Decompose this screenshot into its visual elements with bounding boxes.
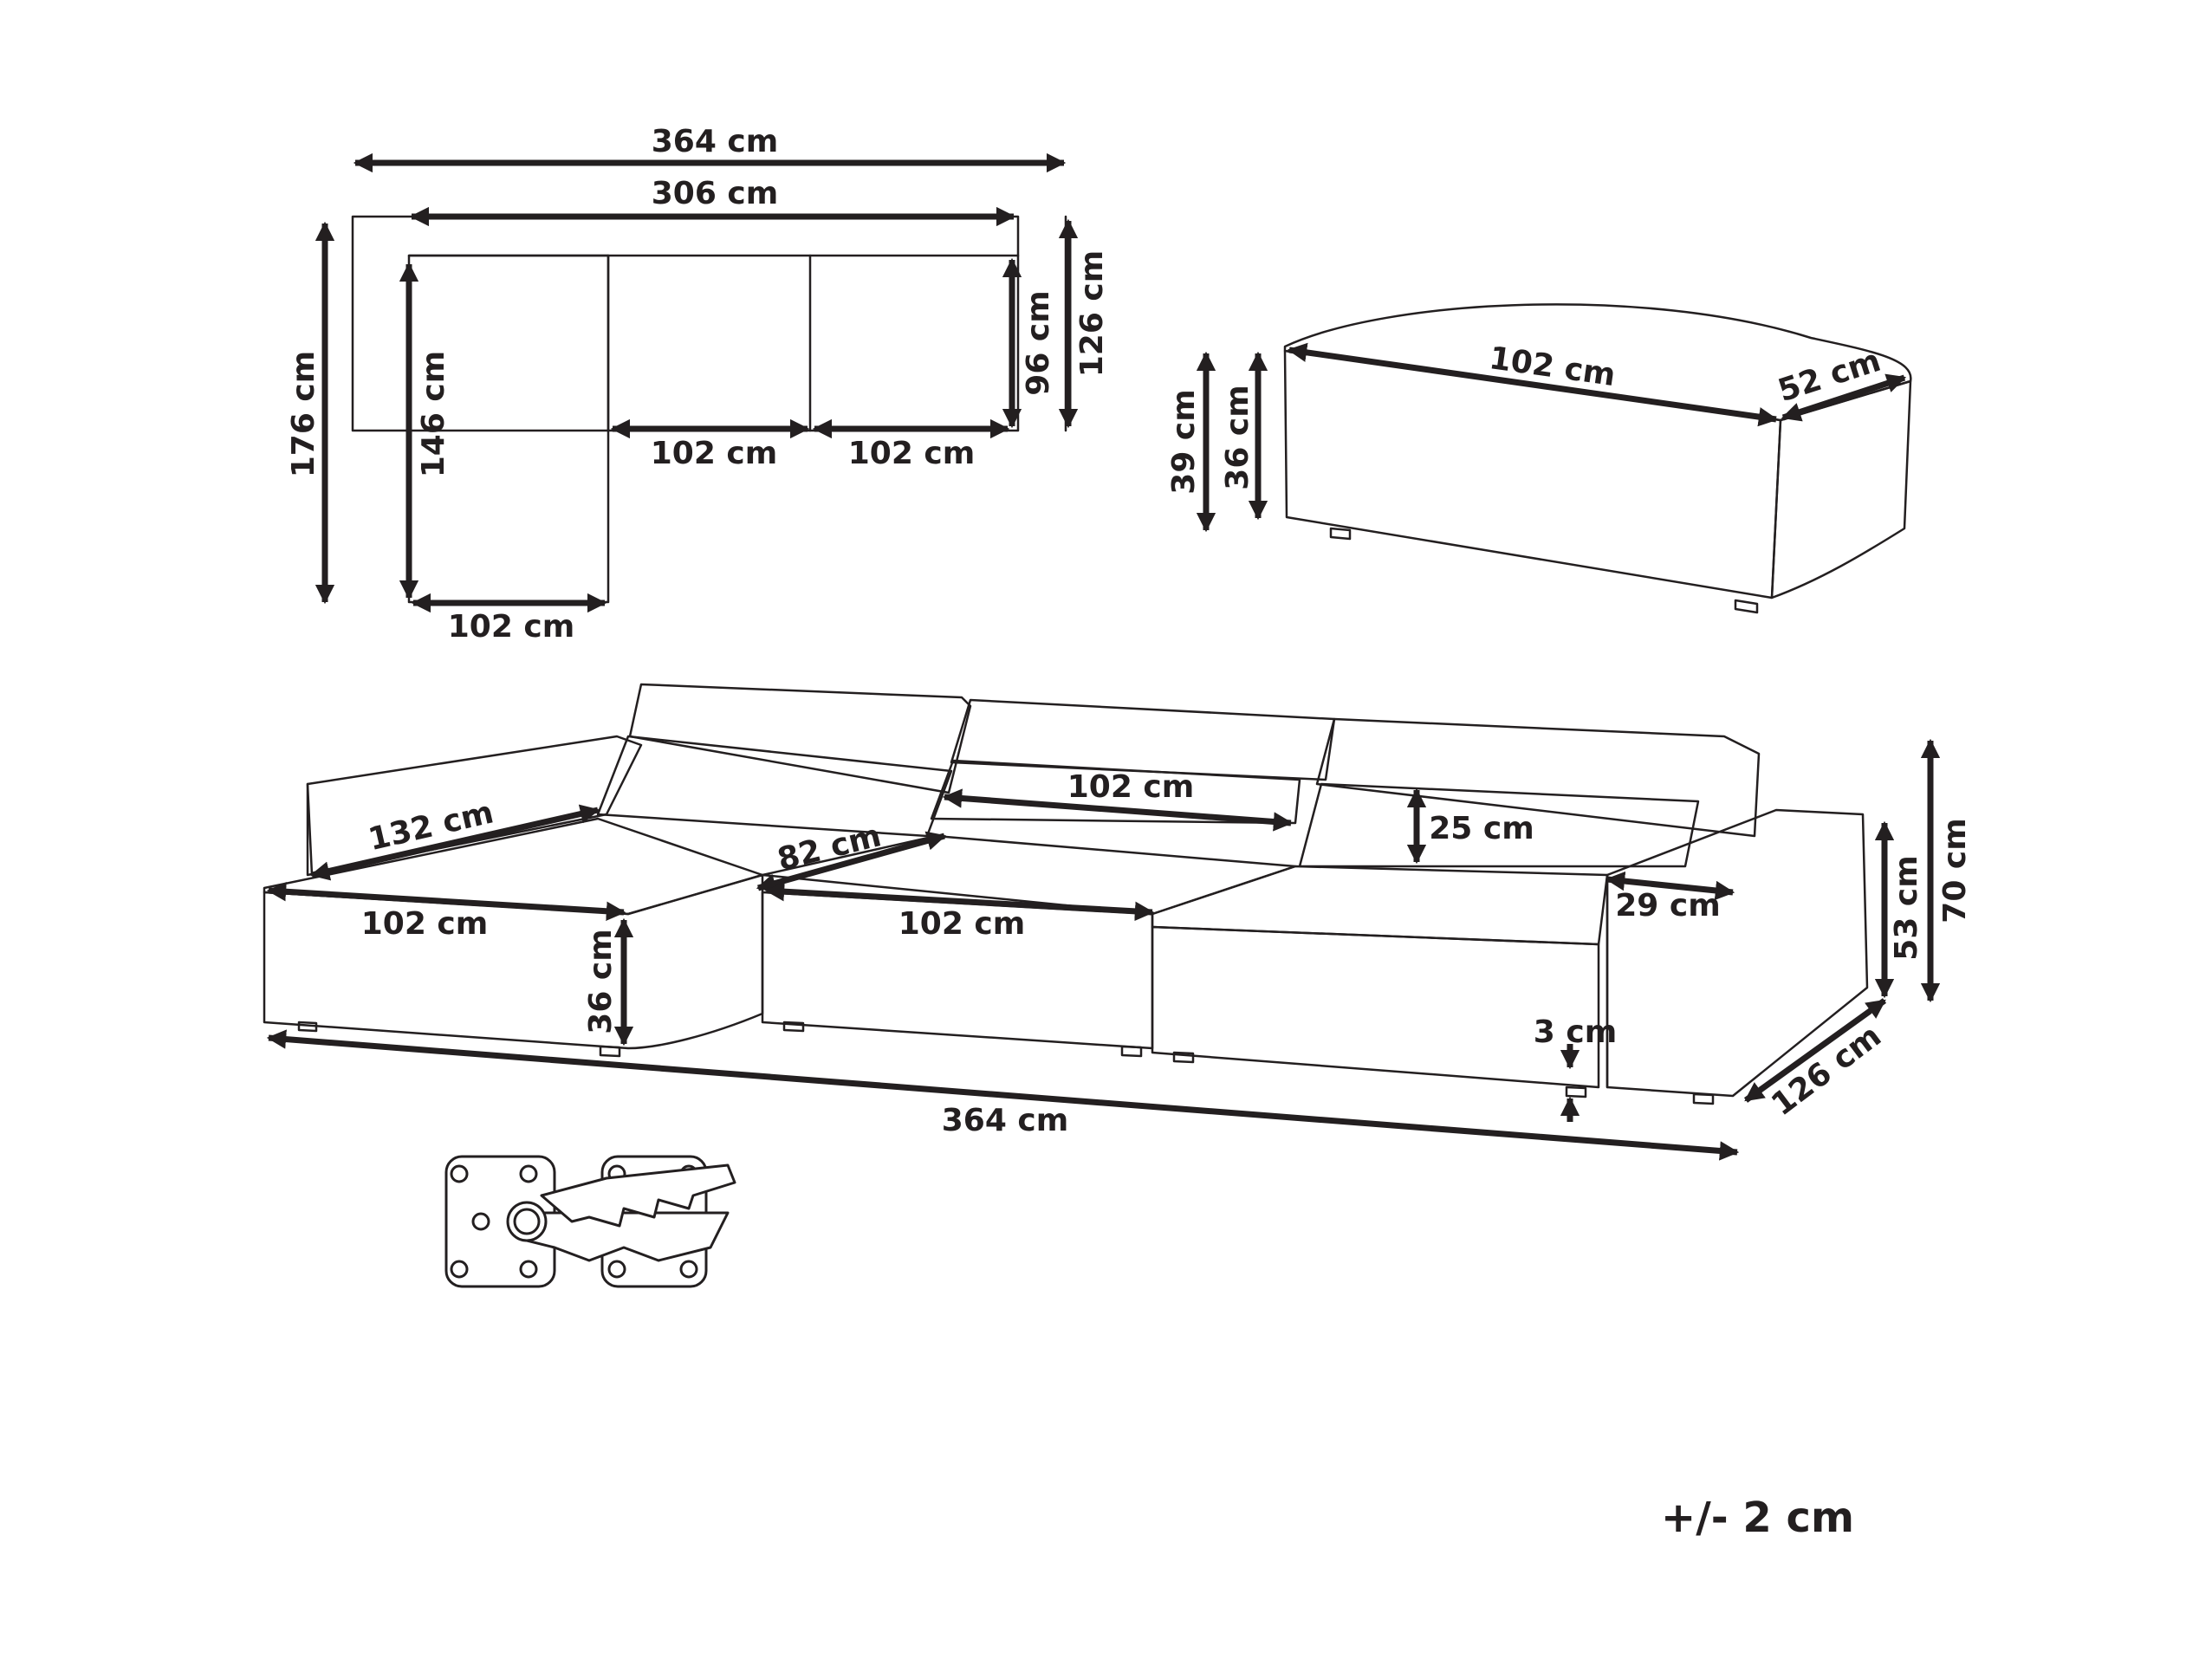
sofa-backrest-3 [1315,717,1761,838]
ottoman-width-arrow [1781,373,1907,422]
ottoman-total-height-label: 39 cm [1166,389,1202,494]
sofa-leg-2 [599,1045,621,1058]
plan-chaise-width-label: 102 cm [448,609,575,645]
ottoman-leg-2 [1734,599,1759,614]
sofa-leg-4 [1120,1045,1143,1058]
plan-sofa-depth-label: 126 cm [1074,250,1110,378]
sofa-armrest-width-arrow [1605,871,1735,901]
plan-total-depth-label: 176 cm [286,351,321,478]
plan-top-width-label: 364 cm [652,124,779,159]
connector-hook-bottom [518,1211,730,1262]
ottoman-seat-height-label: 36 cm [1220,385,1255,489]
sofa-middle-width-label: 102 cm [898,906,1026,942]
connector-hook-top [540,1163,736,1228]
screw-icon [519,1164,538,1183]
sofa-total-depth-arrow [1743,998,1887,1103]
sofa-leg-6 [1565,1085,1587,1098]
sofa-seat-height-label: 53 cm [1889,855,1924,960]
sofa-back-cushion-3 [1298,782,1700,868]
sofa-total-height-label: 70 cm [1937,818,1973,923]
sofa-corner-seat [1151,865,1609,946]
plan-view: 364 cm 306 cm 176 cm 146 cm 96 cm 126 cm… [286,124,1110,645]
sofa-cushion-height-label: 25 cm [1429,811,1534,846]
sofa-middle-width-arrow [764,881,1155,922]
sofa-left-armrest [306,735,643,877]
plan-inner-width-label: 306 cm [652,176,779,211]
sofa-seat-depth-arrow [756,831,947,893]
sofa-backrest-width-label: 102 cm [1067,769,1195,805]
plan-chaise-depth-label: 146 cm [416,351,451,478]
sofa-chaise-depth-arrow [309,804,600,881]
sofa-chaise-width-label: 102 cm [361,906,489,942]
ottoman-length-arrow [1287,342,1779,427]
ottoman-view: 102 cm 52 cm 39 cm 36 cm [1166,303,1912,614]
screw-icon [607,1260,626,1279]
screw-icon [471,1212,490,1231]
plan-outline [351,215,1020,432]
ottoman-front-outline [1283,349,1782,599]
sofa-back-cushion-2 [930,759,1301,825]
ottoman-side-outline [1770,379,1912,599]
plan-module-depth-label: 96 cm [1021,290,1056,395]
sofa-backrest-width-arrow [942,788,1294,832]
screw-icon [679,1260,698,1279]
sofa-chaise-width-arrow [266,882,626,921]
sofa-backrest-2 [950,698,1336,781]
ottoman-leg-1 [1329,527,1352,541]
connector-clip-illustration [444,1155,736,1288]
sofa-leg-height-label: 3 cm [1534,1014,1617,1050]
sofa-corner-front [1151,925,1600,1089]
sofa-leg-7 [1692,1092,1715,1105]
sofa-perspective-view: 132 cm 82 cm 102 cm 25 cm 29 cm 53 cm 70… [263,683,1973,1161]
sofa-chaise-front [263,873,764,1050]
sofa-back-cushion-1 [596,735,953,838]
sofa-total-width-arrow [266,1029,1740,1161]
sofa-armrest-width-label: 29 cm [1615,888,1720,923]
screw-icon [450,1260,469,1279]
sofa-chaise-seat-height-label: 36 cm [583,929,619,1034]
connector-pin-inner-icon [513,1208,541,1235]
sofa-backrest-1 [628,683,972,794]
tolerance-note: +/- 2 cm [1661,1494,1854,1542]
screw-icon [519,1260,538,1279]
screw-icon [450,1164,469,1183]
sofa-total-width-label: 364 cm [942,1103,1069,1138]
ottoman-top-outline [1283,303,1912,422]
plan-module-a-label: 102 cm [651,436,778,471]
plan-module-b-label: 102 cm [848,436,976,471]
